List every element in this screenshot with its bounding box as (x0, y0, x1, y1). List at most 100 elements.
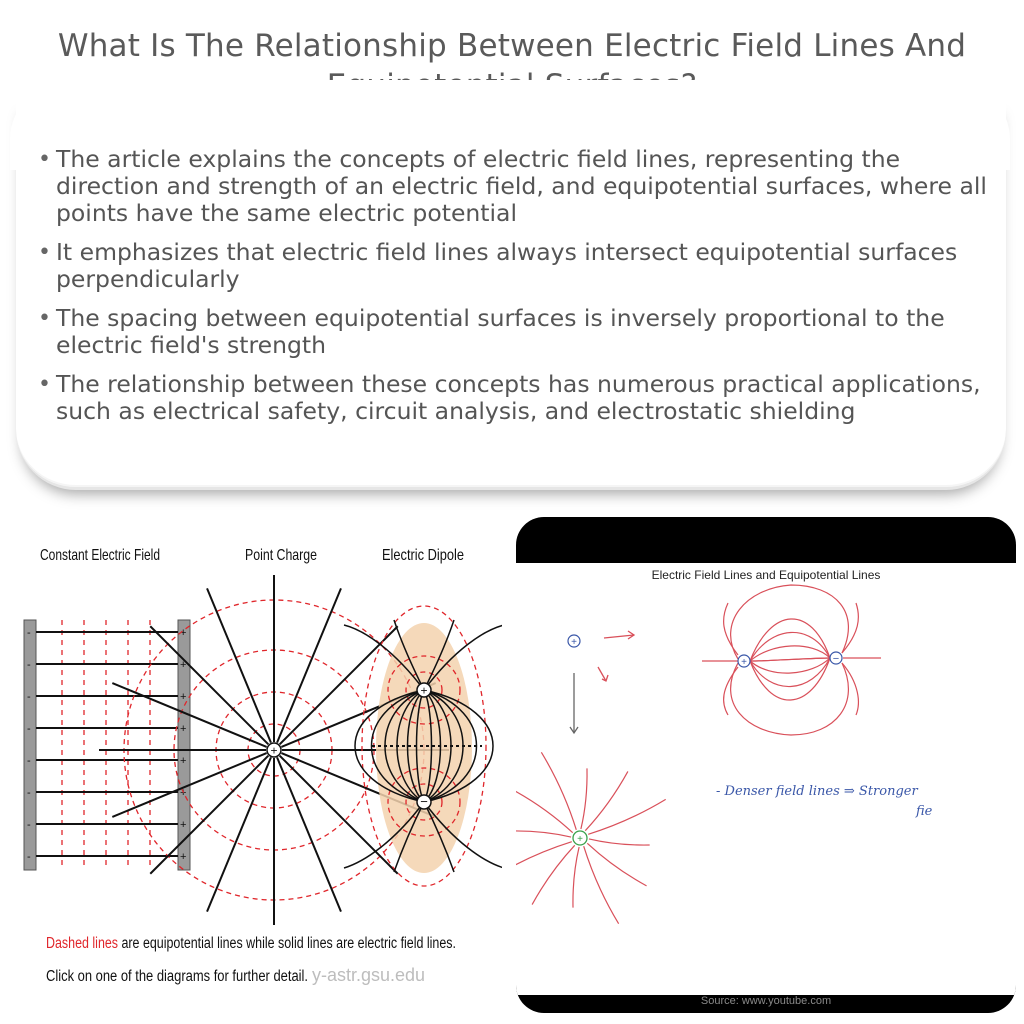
dipole-outer-line (393, 619, 425, 691)
video-frame: Electric Field Lines and Equipotential L… (516, 563, 1016, 995)
radial-field-line (206, 757, 272, 913)
sketch-field-line (749, 618, 831, 662)
radial-field-line (111, 752, 267, 818)
dipole-outer-line (343, 801, 425, 869)
dipole-equipotential-lines (361, 605, 487, 887)
electric-dipole-diagram[interactable]: + − (343, 605, 502, 887)
sketch-field-line (749, 645, 831, 662)
sketch-point-charge-icon (572, 830, 588, 846)
sketch-negative-sign: − (833, 653, 839, 665)
test-charge-arrows (569, 630, 636, 735)
minus-sign: - (27, 627, 31, 639)
test-charge-sign: + (571, 637, 577, 648)
dipole-field-line (423, 689, 494, 803)
sketch-radial-line (588, 838, 650, 846)
sketch-radial-line (516, 830, 572, 838)
bullet-dot-icon: • (38, 147, 51, 172)
radial-field-line (111, 682, 267, 748)
caption-rest: are equipotential lines while solid line… (118, 935, 456, 952)
radial-field-line (149, 625, 270, 746)
radial-field-line (278, 754, 399, 875)
dipole-outer-line (393, 801, 425, 873)
dipole-field-line (354, 689, 425, 803)
sketch-field-line (749, 657, 831, 662)
bullet-dot-icon: • (38, 306, 51, 331)
sketch-positive-sign: + (741, 657, 747, 668)
dipole-outer-line (343, 624, 425, 691)
caption-dashed-lines: Dashed lines (46, 935, 118, 952)
sketch-radial-line (584, 771, 629, 832)
dipole-positive-sign: + (420, 684, 427, 698)
sketch-radial-line (580, 768, 588, 830)
caption-line-2[interactable]: Click on one of the diagrams for further… (46, 968, 308, 985)
sketch-radial-line (531, 844, 576, 905)
constant-equipotential-lines (61, 620, 151, 870)
plus-sign: + (180, 819, 186, 831)
bullet-dot-icon: • (38, 240, 51, 265)
dipole-shaded-region (376, 623, 472, 873)
dipole-outer-line (423, 624, 502, 691)
bullet-item: •It emphasizes that electric field lines… (28, 239, 988, 293)
positive-charge-icon (266, 742, 282, 758)
dipole-outer-line (423, 801, 502, 869)
field-diagrams-panel[interactable]: Constant Electric Field Point Charge Ele… (12, 530, 502, 1010)
plus-sign: + (180, 627, 186, 639)
radial-field-line (276, 587, 342, 743)
sketch-field-line (749, 657, 831, 688)
label-electric-dipole: Electric Dipole (382, 547, 464, 564)
constant-field-lines (36, 631, 178, 857)
plus-sign: + (180, 755, 186, 767)
positive-charge-sign: + (270, 744, 277, 758)
dipole-negative-sign: − (420, 794, 428, 809)
dipole-positive-icon (416, 682, 432, 698)
plus-sign: + (180, 659, 186, 671)
plus-sign: + (180, 691, 186, 703)
source-label: Source: www.youtube.com (700, 995, 832, 1007)
sketch-radial-line (588, 798, 667, 835)
negative-plate (23, 619, 37, 871)
bullet-text: The article explains the concepts of ele… (56, 145, 987, 227)
plus-sign: + (180, 851, 186, 863)
source-watermark: y-astr.gsu.edu (312, 965, 425, 985)
note-field: fie (915, 804, 933, 819)
sketch-radial-line (583, 846, 620, 925)
note-denser-lines: - Denser field lines ⇒ Stronger (716, 784, 918, 799)
minus-sign: - (27, 691, 31, 703)
bullet-item: •The article explains the concepts of el… (28, 146, 988, 227)
bullet-text: The spacing between equipotential surfac… (56, 304, 945, 359)
video-title: Electric Field Lines and Equipotential L… (652, 568, 881, 582)
bullet-item: •The relationship between these concepts… (28, 371, 988, 425)
bullet-item: •The spacing between equipotential surfa… (28, 305, 988, 359)
sketch-positive-icon (737, 654, 751, 668)
sketch-radial-line (516, 841, 572, 866)
radial-field-line (278, 625, 399, 746)
video-screenshot-panel[interactable]: Electric Field Lines and Equipotential L… (516, 517, 1016, 1013)
minus-sign: - (27, 755, 31, 767)
sketch-point-charge-sign: + (577, 834, 583, 845)
bullet-text: The relationship between these concepts … (56, 370, 981, 425)
sketch-radial-line (586, 842, 647, 887)
sketch-outer-line (723, 602, 739, 656)
sketch-radial-line (572, 846, 580, 908)
sketch-field-line (749, 657, 831, 674)
bullet-dot-icon: • (38, 372, 51, 397)
dipole-sketch (702, 584, 881, 736)
plus-sign: + (180, 723, 186, 735)
dipole-field-line (423, 689, 433, 803)
sketch-outer-line (730, 584, 849, 660)
plate-signs: -+-+-+-+-+-+-+-+ (27, 627, 186, 863)
dipole-negative-icon (416, 794, 432, 810)
point-charge-sketch (516, 751, 667, 925)
dipole-outer-line (423, 619, 455, 691)
radial-field-line (149, 754, 270, 875)
summary-bullets: •The article explains the concepts of el… (28, 146, 988, 437)
minus-sign: - (27, 723, 31, 735)
sketch-outer-line (841, 602, 859, 654)
field-diagrams-svg[interactable]: Constant Electric Field Point Charge Ele… (12, 530, 502, 1010)
radial-field-line (206, 587, 272, 743)
bullet-text: It emphasizes that electric field lines … (56, 238, 958, 293)
constant-field-diagram[interactable]: -+-+-+-+-+-+-+-+ (23, 619, 191, 871)
sketch-radial-line (516, 790, 574, 834)
label-point-charge: Point Charge (245, 547, 317, 564)
positive-plate (177, 619, 191, 871)
